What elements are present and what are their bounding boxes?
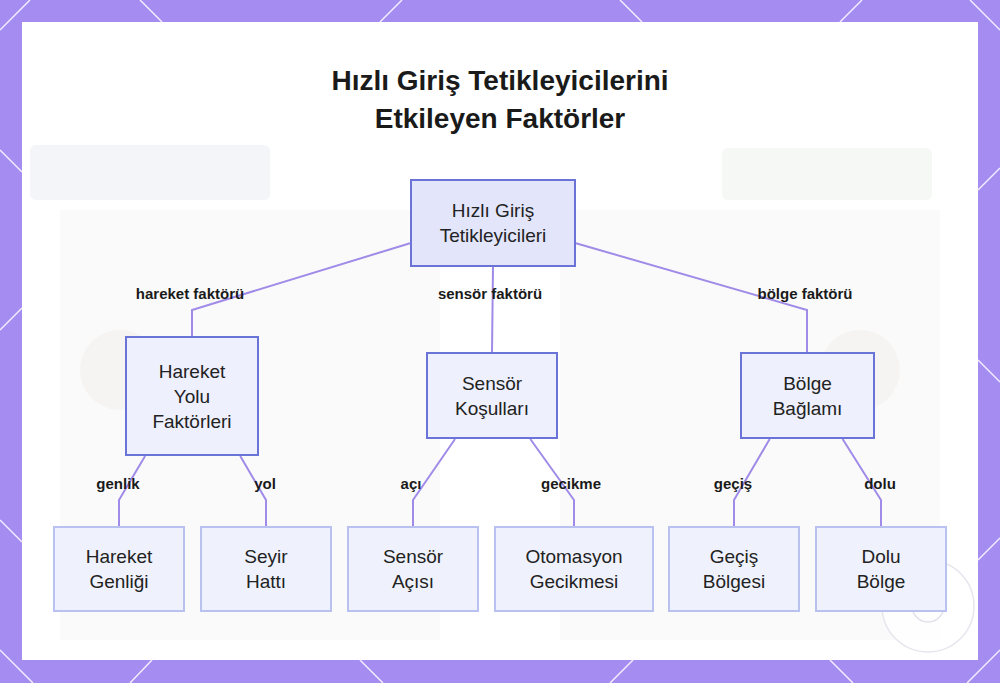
node-text-group: Geçiş Bölgesi (690, 544, 778, 594)
factor-box: Hareket Genliği (53, 526, 185, 612)
edge-label: sensör faktörü (438, 285, 542, 302)
edge-label: geçiş (714, 475, 752, 492)
factor-box: Dolu Bölge (815, 526, 947, 612)
node-text-group: Hızlı Giriş Tetikleyicileri (424, 198, 562, 248)
node-label: Geçiş Bölgesi (690, 544, 778, 594)
edge-label: dolu (864, 475, 896, 492)
edge-label: bölge faktörü (757, 285, 852, 302)
node-label: Sensör Koşulları (448, 371, 536, 421)
factor-box: Seyir Hattı (200, 526, 332, 612)
node-text-group: Sensör Koşulları (448, 371, 536, 421)
node-text-group: Hareket Yolu Faktörleri (147, 359, 237, 434)
node-text-group: Hareket Genliği (75, 544, 163, 594)
edge-label: genlik (96, 475, 139, 492)
node-label: Hızlı Giriş Tetikleyicileri (424, 198, 562, 248)
category-box: Hareket Yolu Faktörleri (125, 336, 259, 456)
node-text-group: Otomasyon Gecikmesi (516, 544, 632, 594)
node-text-group: Dolu Bölge (837, 544, 925, 594)
node-label: Hareket Genliği (75, 544, 163, 594)
category-box: Sensör Koşulları (426, 352, 558, 439)
factor-box: Sensör Açısı (347, 526, 479, 612)
node-text-group: Sensör Açısı (369, 544, 457, 594)
category-box: Bölge Bağlamı (740, 352, 875, 439)
edge-label: gecikme (541, 475, 601, 492)
node-label: Seyir Hattı (222, 544, 310, 594)
root-box: Hızlı Giriş Tetikleyicileri (410, 179, 576, 267)
edge-label: yol (254, 475, 276, 492)
node-label: Sensör Açısı (369, 544, 457, 594)
edge-label: açı (401, 475, 422, 492)
factor-box: Geçiş Bölgesi (668, 526, 800, 612)
node-label: Bölge Bağlamı (762, 371, 853, 421)
factor-box: Otomasyon Gecikmesi (494, 526, 654, 612)
white-panel (22, 22, 978, 660)
faded-background-photo (30, 145, 940, 640)
node-label: Otomasyon Gecikmesi (516, 544, 632, 594)
node-text-group: Bölge Bağlamı (762, 371, 853, 421)
connector-line (492, 267, 493, 352)
node-label: Dolu Bölge (837, 544, 925, 594)
diagram-title: Hızlı Giriş Tetikleyicilerini Etkileyen … (270, 62, 730, 138)
node-label: Hareket Yolu Faktörleri (147, 359, 237, 434)
edge-label: hareket faktörü (136, 285, 244, 302)
node-text-group: Seyir Hattı (222, 544, 310, 594)
